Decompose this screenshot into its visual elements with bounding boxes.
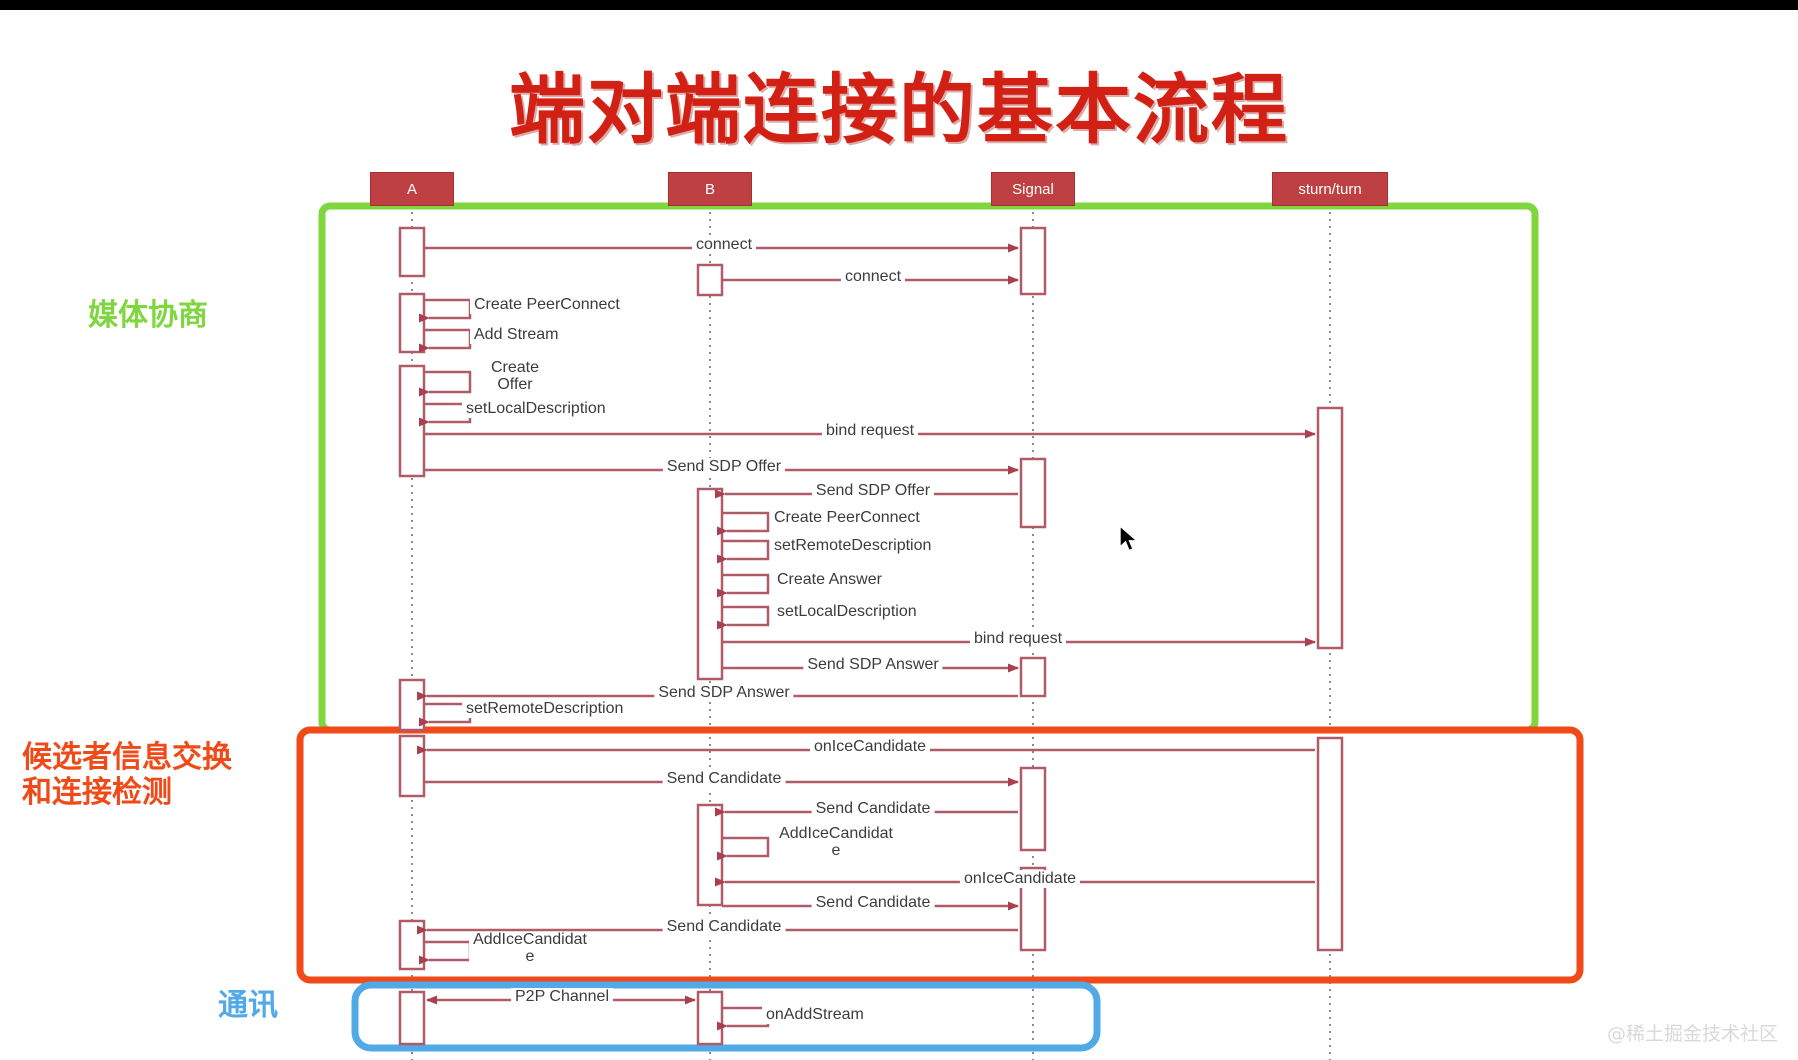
msg-label-m18: onIceCandidate — [809, 738, 931, 756]
actor-header-A[interactable]: A — [370, 172, 454, 206]
msg-label-m25: AddIceCandidat e — [469, 931, 591, 966]
activation-Signal-1 — [1019, 226, 1047, 296]
activation-Signal-4 — [1019, 766, 1047, 852]
msg-m03-loop — [419, 298, 472, 323]
activation-A-7 — [398, 990, 426, 1046]
msg-m12-loop — [717, 573, 770, 598]
activation-Stun-2 — [1316, 736, 1344, 952]
activation-B-2 — [696, 487, 724, 681]
msg-label-m10: Create PeerConnect — [770, 509, 924, 527]
activation-A-5 — [398, 734, 426, 798]
mouse-cursor — [1119, 525, 1139, 552]
msg-label-m22: onIceCandidate — [959, 870, 1081, 888]
msg-label-m03: Create PeerConnect — [470, 296, 624, 314]
activation-Stun-1 — [1316, 406, 1344, 650]
phase-frame-comm — [351, 981, 1101, 1052]
msg-label-m07: bind request — [821, 422, 919, 440]
activation-Signal-3 — [1019, 656, 1047, 698]
msg-label-m05: Create Offer — [486, 359, 544, 394]
activation-B-3 — [696, 803, 724, 907]
msg-label-m06: setLocalDescription — [462, 400, 610, 418]
msg-label-m12: Create Answer — [773, 571, 886, 589]
msg-label-m17: setRemoteDescription — [462, 700, 628, 718]
phase-frame-media — [318, 202, 1539, 734]
msg-label-m20: Send Candidate — [811, 800, 935, 818]
msg-label-m09: Send SDP Offer — [811, 482, 935, 500]
page-title: 端对端连接的基本流程 — [509, 65, 1289, 154]
msg-label-m11: setRemoteDescription — [770, 537, 936, 555]
activation-A-3 — [398, 364, 426, 478]
msg-label-m26: P2P Channel — [511, 988, 613, 1006]
msg-label-m08: Send SDP Offer — [662, 458, 786, 476]
msg-label-m19: Send Candidate — [662, 770, 786, 788]
msg-label-m16: Send SDP Answer — [654, 684, 794, 702]
msg-label-m13: setLocalDescription — [773, 603, 921, 621]
msg-label-m23: Send Candidate — [811, 894, 935, 912]
activation-A-2 — [398, 292, 426, 354]
msg-m05-loop — [419, 370, 472, 397]
msg-m04-loop — [419, 328, 472, 353]
actor-header-Stun[interactable]: sturn/turn — [1272, 172, 1388, 206]
phase-label-candidate: 候选者信息交换 和连接检测 — [22, 740, 232, 811]
msg-label-m14: bind request — [969, 630, 1067, 648]
activation-A-6 — [398, 919, 426, 971]
msg-label-m15: Send SDP Answer — [803, 656, 943, 674]
msg-label-m24: Send Candidate — [662, 918, 786, 936]
msg-label-m01: connect — [691, 236, 757, 254]
activation-B-4 — [696, 990, 724, 1046]
msg-label-m21: AddIceCandidat e — [775, 825, 897, 860]
watermark: @稀土掘金技术社区 — [1606, 1023, 1778, 1045]
activation-B-1 — [696, 263, 724, 297]
phase-frame-candidate — [296, 726, 1584, 984]
msg-m11-loop — [717, 539, 770, 564]
msg-m13-loop — [717, 605, 770, 630]
activation-bars — [398, 226, 1344, 1046]
msg-m10-loop — [717, 511, 770, 536]
msg-m21-loop — [717, 836, 770, 861]
msg-label-m02: connect — [840, 268, 906, 286]
message-lines — [417, 243, 1316, 1005]
phase-label-comm: 通讯 — [218, 988, 278, 1023]
top-black-bar — [0, 0, 1798, 10]
activation-A-1 — [398, 226, 426, 278]
msg-label-m04: Add Stream — [470, 326, 563, 344]
msg-m25-loop — [419, 940, 472, 965]
actor-header-Signal[interactable]: Signal — [991, 172, 1075, 206]
msg-label-m27: onAddStream — [762, 1006, 868, 1024]
activation-Signal-2 — [1019, 457, 1047, 529]
phase-label-media: 媒体协商 — [88, 298, 208, 333]
activation-A-4 — [398, 678, 426, 732]
actor-header-B[interactable]: B — [668, 172, 752, 206]
